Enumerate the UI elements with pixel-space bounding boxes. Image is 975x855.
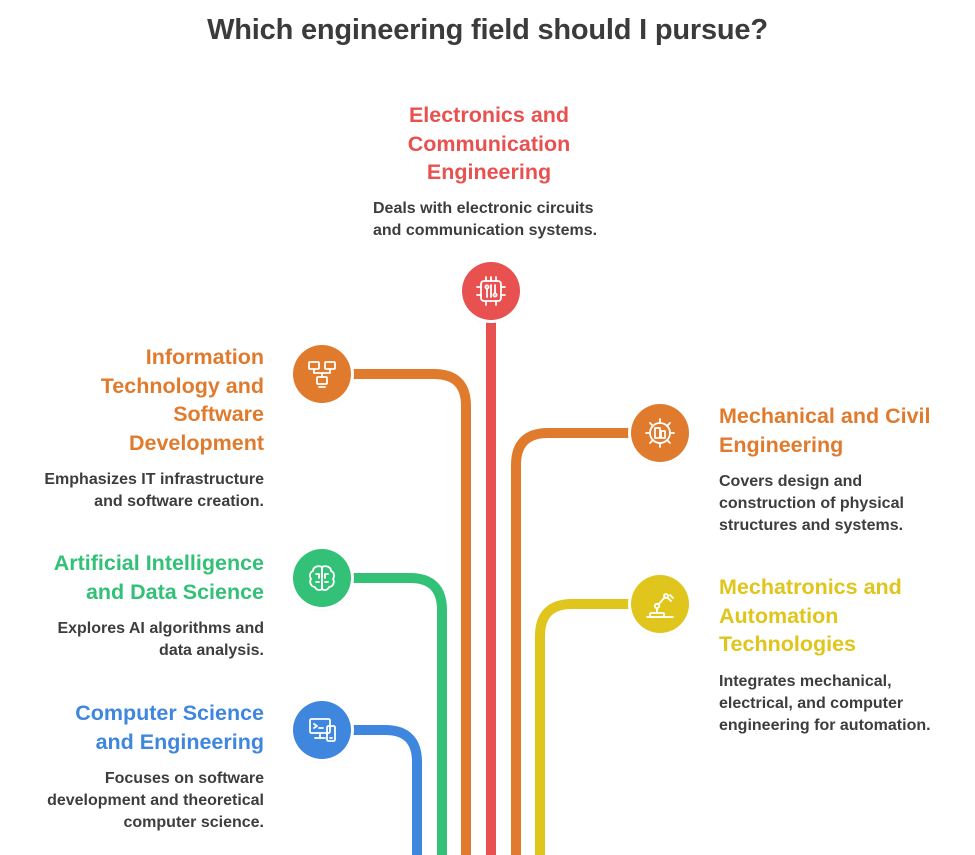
brain-circuit-icon xyxy=(293,549,351,607)
field-mecha-desc: Integrates mechanical, electrical, and c… xyxy=(719,672,931,734)
field-mech-text: Mechanical and Civil Engineering Covers … xyxy=(719,402,969,537)
network-computers-icon xyxy=(293,345,351,403)
connector-it xyxy=(317,369,471,855)
connector-mecha xyxy=(535,599,665,855)
field-cs-desc: Focuses on software development and theo… xyxy=(47,770,264,831)
field-ai-heading: Artificial Intelligence and Data Science xyxy=(53,551,264,604)
field-ai-text: Artificial Intelligence and Data Science… xyxy=(20,549,264,662)
field-ai-desc: Explores AI algorithms and data analysis… xyxy=(57,620,264,659)
field-mecha-heading: Mechatronics and Automation Technologies xyxy=(719,575,902,656)
field-ece-heading: Electronics and Communication Engineerin… xyxy=(407,103,571,184)
connector-cs xyxy=(317,725,422,855)
gear-building-icon xyxy=(631,404,689,462)
field-mecha-text: Mechatronics and Automation Technologies… xyxy=(719,573,969,737)
field-cs-heading: Computer Science and Engineering xyxy=(75,701,264,754)
field-it-desc: Emphasizes IT infrastructure and softwar… xyxy=(44,471,264,510)
page-title: Which engineering field should I pursue? xyxy=(207,14,768,46)
robot-arm-icon xyxy=(631,575,689,633)
field-it-text: Information Technology and Software Deve… xyxy=(40,343,264,513)
field-mech-desc: Covers design and construction of physic… xyxy=(719,473,904,534)
computer-screen-icon xyxy=(293,701,351,759)
circuit-board-icon xyxy=(462,262,520,320)
field-ece-desc: Deals with electronic circuits and commu… xyxy=(373,200,598,239)
field-ece-text: Electronics and Communication Engineerin… xyxy=(300,101,678,187)
field-it-heading: Information Technology and Software Deve… xyxy=(100,345,264,455)
field-cs-text: Computer Science and Engineering Focuses… xyxy=(20,699,264,834)
connector-mech xyxy=(511,428,665,855)
field-mech-heading: Mechanical and Civil Engineering xyxy=(719,404,931,457)
connector-ai xyxy=(317,573,447,855)
